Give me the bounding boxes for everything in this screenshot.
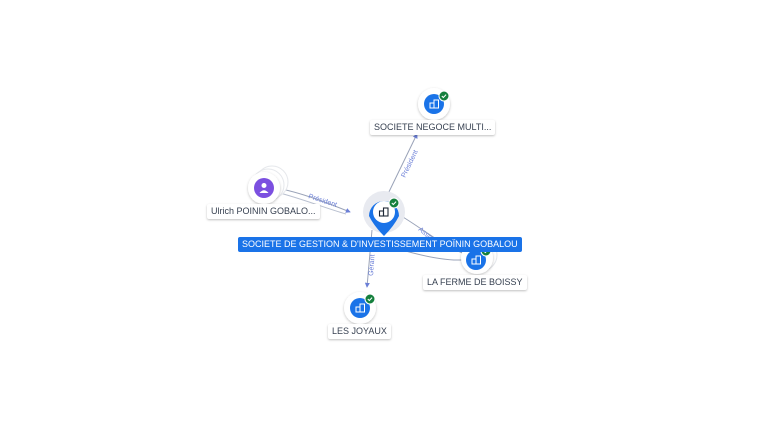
building-icon [378, 207, 389, 217]
node-ulrich[interactable] [248, 165, 289, 204]
node-label-ferme-boissy[interactable]: LA FERME DE BOISSY [423, 275, 527, 290]
building-icon [471, 255, 481, 265]
node-label-ulrich[interactable]: Ulrich POININ GOBALO... [207, 204, 320, 219]
node-label-les-joyaux[interactable]: LES JOYAUX [328, 324, 391, 339]
edge-center-to-societe-negoce[interactable] [385, 133, 418, 199]
building-icon [429, 99, 439, 109]
verified-check-icon [438, 90, 450, 102]
node-center[interactable] [363, 191, 405, 236]
edge-label-president-1: Président [401, 149, 420, 179]
verified-check-icon [388, 197, 400, 209]
edge-label-gerant: Gérant [368, 254, 376, 276]
person-icon [259, 183, 269, 193]
building-icon [355, 303, 365, 313]
center-node-label[interactable]: SOCIETE DE GESTION & D'INVESTISSEMENT PO… [238, 237, 522, 252]
node-societe-negoce[interactable] [418, 88, 450, 120]
node-les-joyaux[interactable] [344, 292, 376, 324]
node-label-societe-negoce[interactable]: SOCIETE NEGOCE MULTI... [370, 120, 496, 135]
verified-check-icon [364, 293, 376, 305]
